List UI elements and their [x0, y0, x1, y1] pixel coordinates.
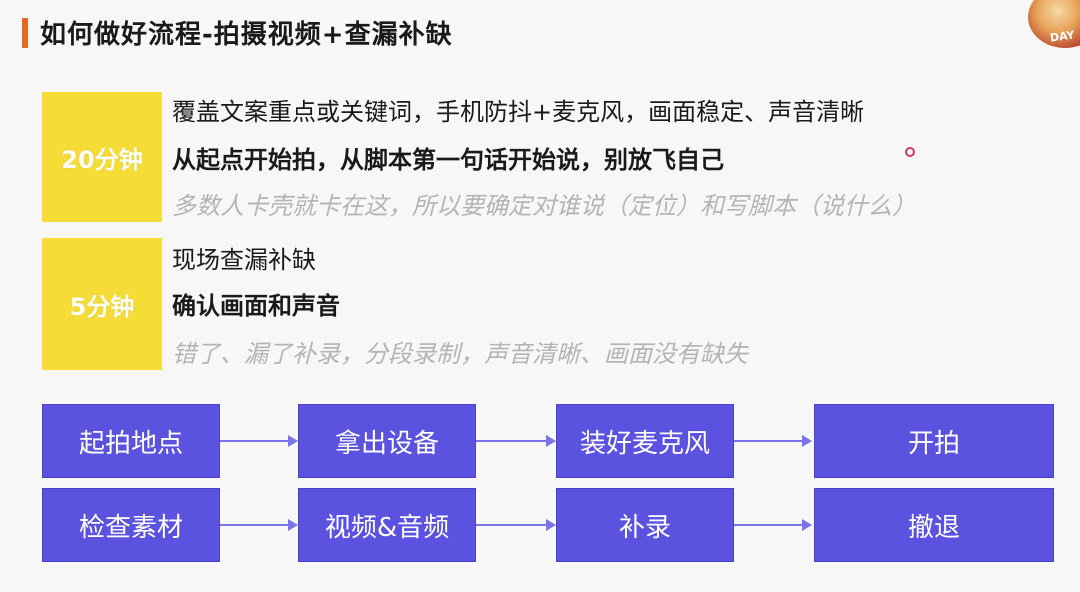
- page-title: 如何做好流程-拍摄视频+查漏补缺: [40, 20, 453, 50]
- flow-step-start-shooting: 开拍: [814, 404, 1054, 478]
- arrow-icon: [734, 435, 812, 447]
- pointer-dot-icon: [905, 147, 915, 157]
- section1-line1: 覆盖文案重点或关键词，手机防抖+麦克风，画面稳定、声音清晰: [172, 98, 865, 126]
- arrow-icon: [220, 435, 298, 447]
- flow-step-install-mic: 装好麦克风: [556, 404, 734, 478]
- title-accent-bar: [22, 18, 28, 48]
- arrow-icon: [476, 519, 556, 531]
- flow-step-take-out-device: 拿出设备: [298, 404, 476, 478]
- flow-step-reshoot: 补录: [556, 488, 734, 562]
- time-label: 20分钟: [61, 145, 143, 174]
- section2-line3: 错了、漏了补录，分段录制，声音清晰、画面没有缺失: [172, 340, 748, 368]
- flow-step-video-audio: 视频&音频: [298, 488, 476, 562]
- time-label: 5分钟: [69, 292, 135, 321]
- arrow-icon: [220, 519, 298, 531]
- section1-line3: 多数人卡壳就卡在这，所以要确定对谁说（定位）和写脚本（说什么）: [172, 192, 916, 220]
- time-block-20min: 20分钟: [42, 92, 162, 222]
- flow-step-start-location: 起拍地点: [42, 404, 220, 478]
- flow-step-check-material: 检查素材: [42, 488, 220, 562]
- section2-line1: 现场查漏补缺: [172, 246, 316, 274]
- time-block-5min: 5分钟: [42, 238, 162, 370]
- arrow-icon: [734, 519, 812, 531]
- flow-step-withdraw: 撤退: [814, 488, 1054, 562]
- arrow-icon: [476, 435, 556, 447]
- section1-line2: 从起点开始拍，从脚本第一句话开始说，别放飞自己: [172, 146, 724, 174]
- section2-line2: 确认画面和声音: [172, 292, 340, 320]
